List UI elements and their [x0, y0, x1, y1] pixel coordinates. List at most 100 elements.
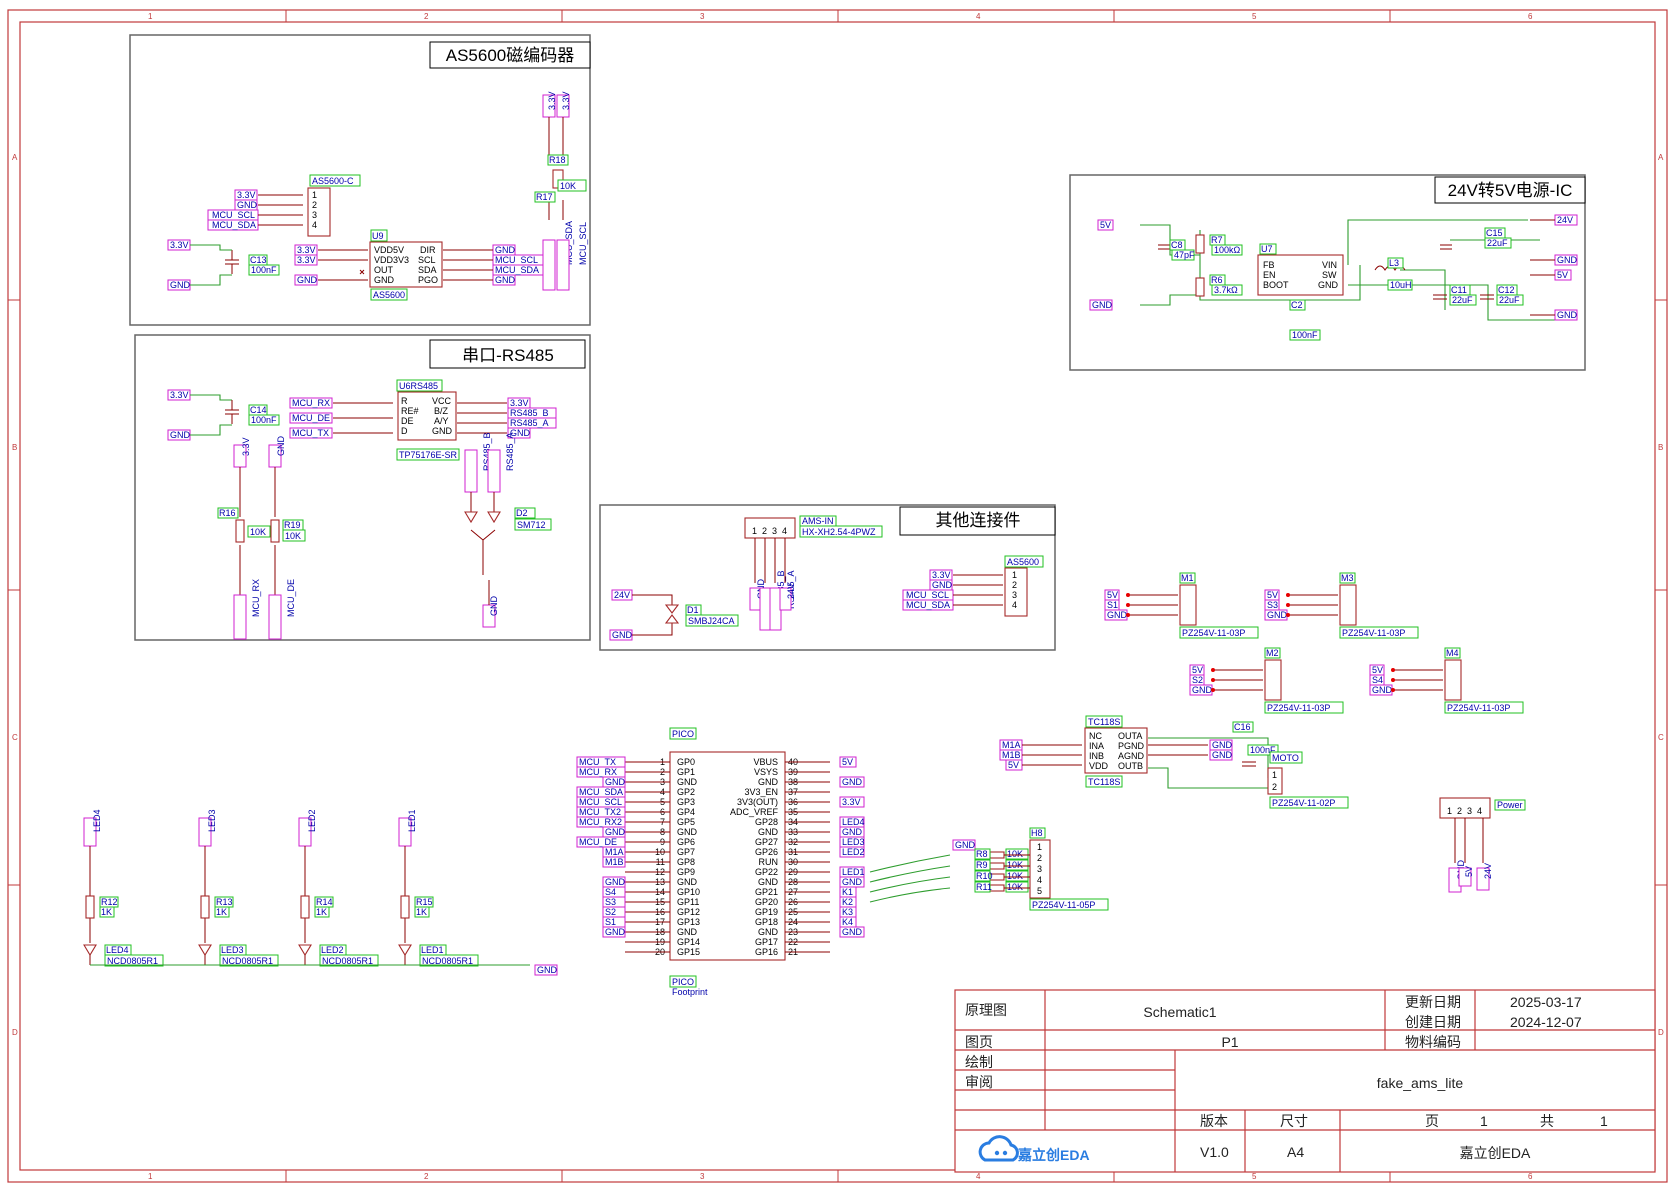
net-label: 24V: [1483, 863, 1493, 879]
part-pico[interactable]: PICO PICO Footprint GP01GP12GND3GP24GP35…: [576, 727, 865, 997]
pico-pin-right: GP19: [755, 907, 778, 917]
part-r18-r17[interactable]: 3.3V 3.3V R18 10K R17 MCU_SDA MCU_SCL: [534, 91, 588, 291]
u9-pin-l3: OUT: [374, 265, 394, 275]
part-ams-in[interactable]: 1 2 3 4 AMS-IN HX-XH2.54-4PWZ GND RS485_…: [744, 515, 883, 631]
h8-res-value: 10K: [1007, 860, 1023, 870]
led-value: NCD0805R1: [222, 956, 273, 966]
group-as5600: [129, 34, 591, 326]
net-label: GND: [842, 827, 863, 837]
net-label: GND: [489, 596, 499, 617]
d1-ref: D1: [687, 605, 699, 615]
pico-pin-left: GP8: [677, 857, 695, 867]
tb-k-draw: 绘制: [965, 1054, 993, 1070]
pico-pin-right: GP26: [755, 847, 778, 857]
net-label: GND: [170, 430, 191, 440]
as5600c-ref: AS5600-C: [312, 176, 354, 186]
net-label: MCU_DE: [579, 837, 617, 847]
c15-value: 22uF: [1487, 238, 1508, 248]
net-label: GND: [495, 245, 516, 255]
u6-pin-r1: VCC: [432, 396, 452, 406]
power-parts[interactable]: 5V GND C8 47pF R7 100kΩ R6 3.7kΩ C2 100n…: [1089, 214, 1578, 341]
border-col-label: 4: [976, 1172, 981, 1181]
pico-pin-left: GP4: [677, 807, 695, 817]
net-label: GND: [605, 877, 626, 887]
net-label: 5V: [1372, 665, 1383, 675]
net-label: RS485_B: [510, 408, 549, 418]
pico-pin-left: GND: [677, 877, 698, 887]
pico-footprint-label: Footprint: [672, 987, 708, 997]
pico-pin-left: GP15: [677, 947, 700, 957]
net-label: GND: [1212, 740, 1233, 750]
part-c13[interactable]: C13 100nF 3.3V GND: [167, 239, 280, 291]
net-label: RS485_B: [482, 432, 492, 471]
net-label: S2: [605, 907, 616, 917]
tc118s-pin-l1: NC: [1089, 731, 1102, 741]
u6-pin-r3: A/Y: [434, 416, 449, 426]
part-as5600c[interactable]: AS5600-C 1 2 3 4: [307, 174, 361, 237]
pico-pin-right: GP27: [755, 837, 778, 847]
net-label: GND: [170, 280, 191, 290]
pico-pin-right: GND: [758, 927, 779, 937]
net-label: MCU_SCL: [495, 255, 538, 265]
h8-value: PZ254V-11-05P: [1032, 900, 1095, 910]
motor-value: PZ254V-11-03P: [1342, 628, 1405, 638]
group-title-rs485-box: [429, 339, 586, 369]
border-col-label: 4: [976, 12, 981, 21]
tb-v-update: 2025-03-17: [1510, 994, 1582, 1010]
pico-pin-right: GP20: [755, 897, 778, 907]
net-label: 3.3V: [170, 240, 189, 250]
motor-value: PZ254V-11-03P: [1182, 628, 1245, 638]
tc118s-pin-l3: INB: [1089, 751, 1104, 761]
part-power-connector[interactable]: 1 2 3 4 Power GND 5V 24V: [1439, 797, 1526, 893]
as5600c-pin1: 1: [312, 190, 317, 200]
h8-pin4: 4: [1037, 875, 1042, 885]
h8-res-ref: R8: [976, 849, 988, 859]
net-label: 5V: [1192, 665, 1203, 675]
part-u7[interactable]: U7 FB EN BOOT VIN SW GND: [1257, 243, 1344, 296]
part-r19[interactable]: GND R19 10K MCU_DE: [268, 436, 306, 640]
border-col-label: 1: [148, 12, 153, 21]
led-res-value: 1K: [101, 907, 112, 917]
led-res-value: 1K: [216, 907, 227, 917]
r7-value: 100kΩ: [1214, 245, 1241, 255]
part-d1[interactable]: 24V GND D1 SMBJ24CA: [609, 589, 739, 641]
part-r16[interactable]: 3.3V R16 10K MCU_RX: [217, 437, 271, 640]
net-label: GND: [297, 275, 318, 285]
part-d2[interactable]: RS485_B RS485_A D2 SM712 GND: [464, 432, 552, 628]
net-label: MCU_SCL: [906, 590, 949, 600]
c2-value: 100nF: [1292, 330, 1318, 340]
part-tc118s[interactable]: TC118S TC118S NC INA INB VDD OUTA PGND A…: [999, 715, 1349, 809]
part-as5600-connector[interactable]: AS5600 1 2 3 4 3.3V GND MCU_SCL MCU_SDA: [902, 555, 1044, 617]
net-label: 3.3V: [547, 91, 557, 110]
motor-ref: M1: [1181, 573, 1194, 583]
led-res-ref: R12: [101, 897, 118, 907]
net-label: MCU_SDA: [579, 787, 623, 797]
motor-ref: M2: [1266, 648, 1279, 658]
group-power: [1069, 174, 1586, 371]
amsin-pin2: 2: [762, 526, 767, 536]
pico-pin-left: GP2: [677, 787, 695, 797]
part-u9[interactable]: U9 AS5600 VDD5V VDD3V3 OUT GND DIR SCL S…: [369, 229, 443, 301]
pico-ref: PICO: [672, 729, 694, 739]
h8-res-value: 10K: [1007, 849, 1023, 859]
pico-pin-right: VBUS: [753, 757, 778, 767]
net-label: 3.3V: [842, 797, 861, 807]
net-label: MCU_DE: [292, 413, 330, 423]
net-label: LED3: [842, 837, 865, 847]
led-res-ref: R15: [416, 897, 433, 907]
part-c14[interactable]: 3.3V GND C14 100nF: [167, 389, 280, 441]
net-label: 3.3V: [297, 255, 316, 265]
part-u6[interactable]: U6RS485 TP75176E-SR R RE# DE D VCC B/Z A…: [396, 379, 460, 461]
net-label: S3: [1267, 600, 1278, 610]
